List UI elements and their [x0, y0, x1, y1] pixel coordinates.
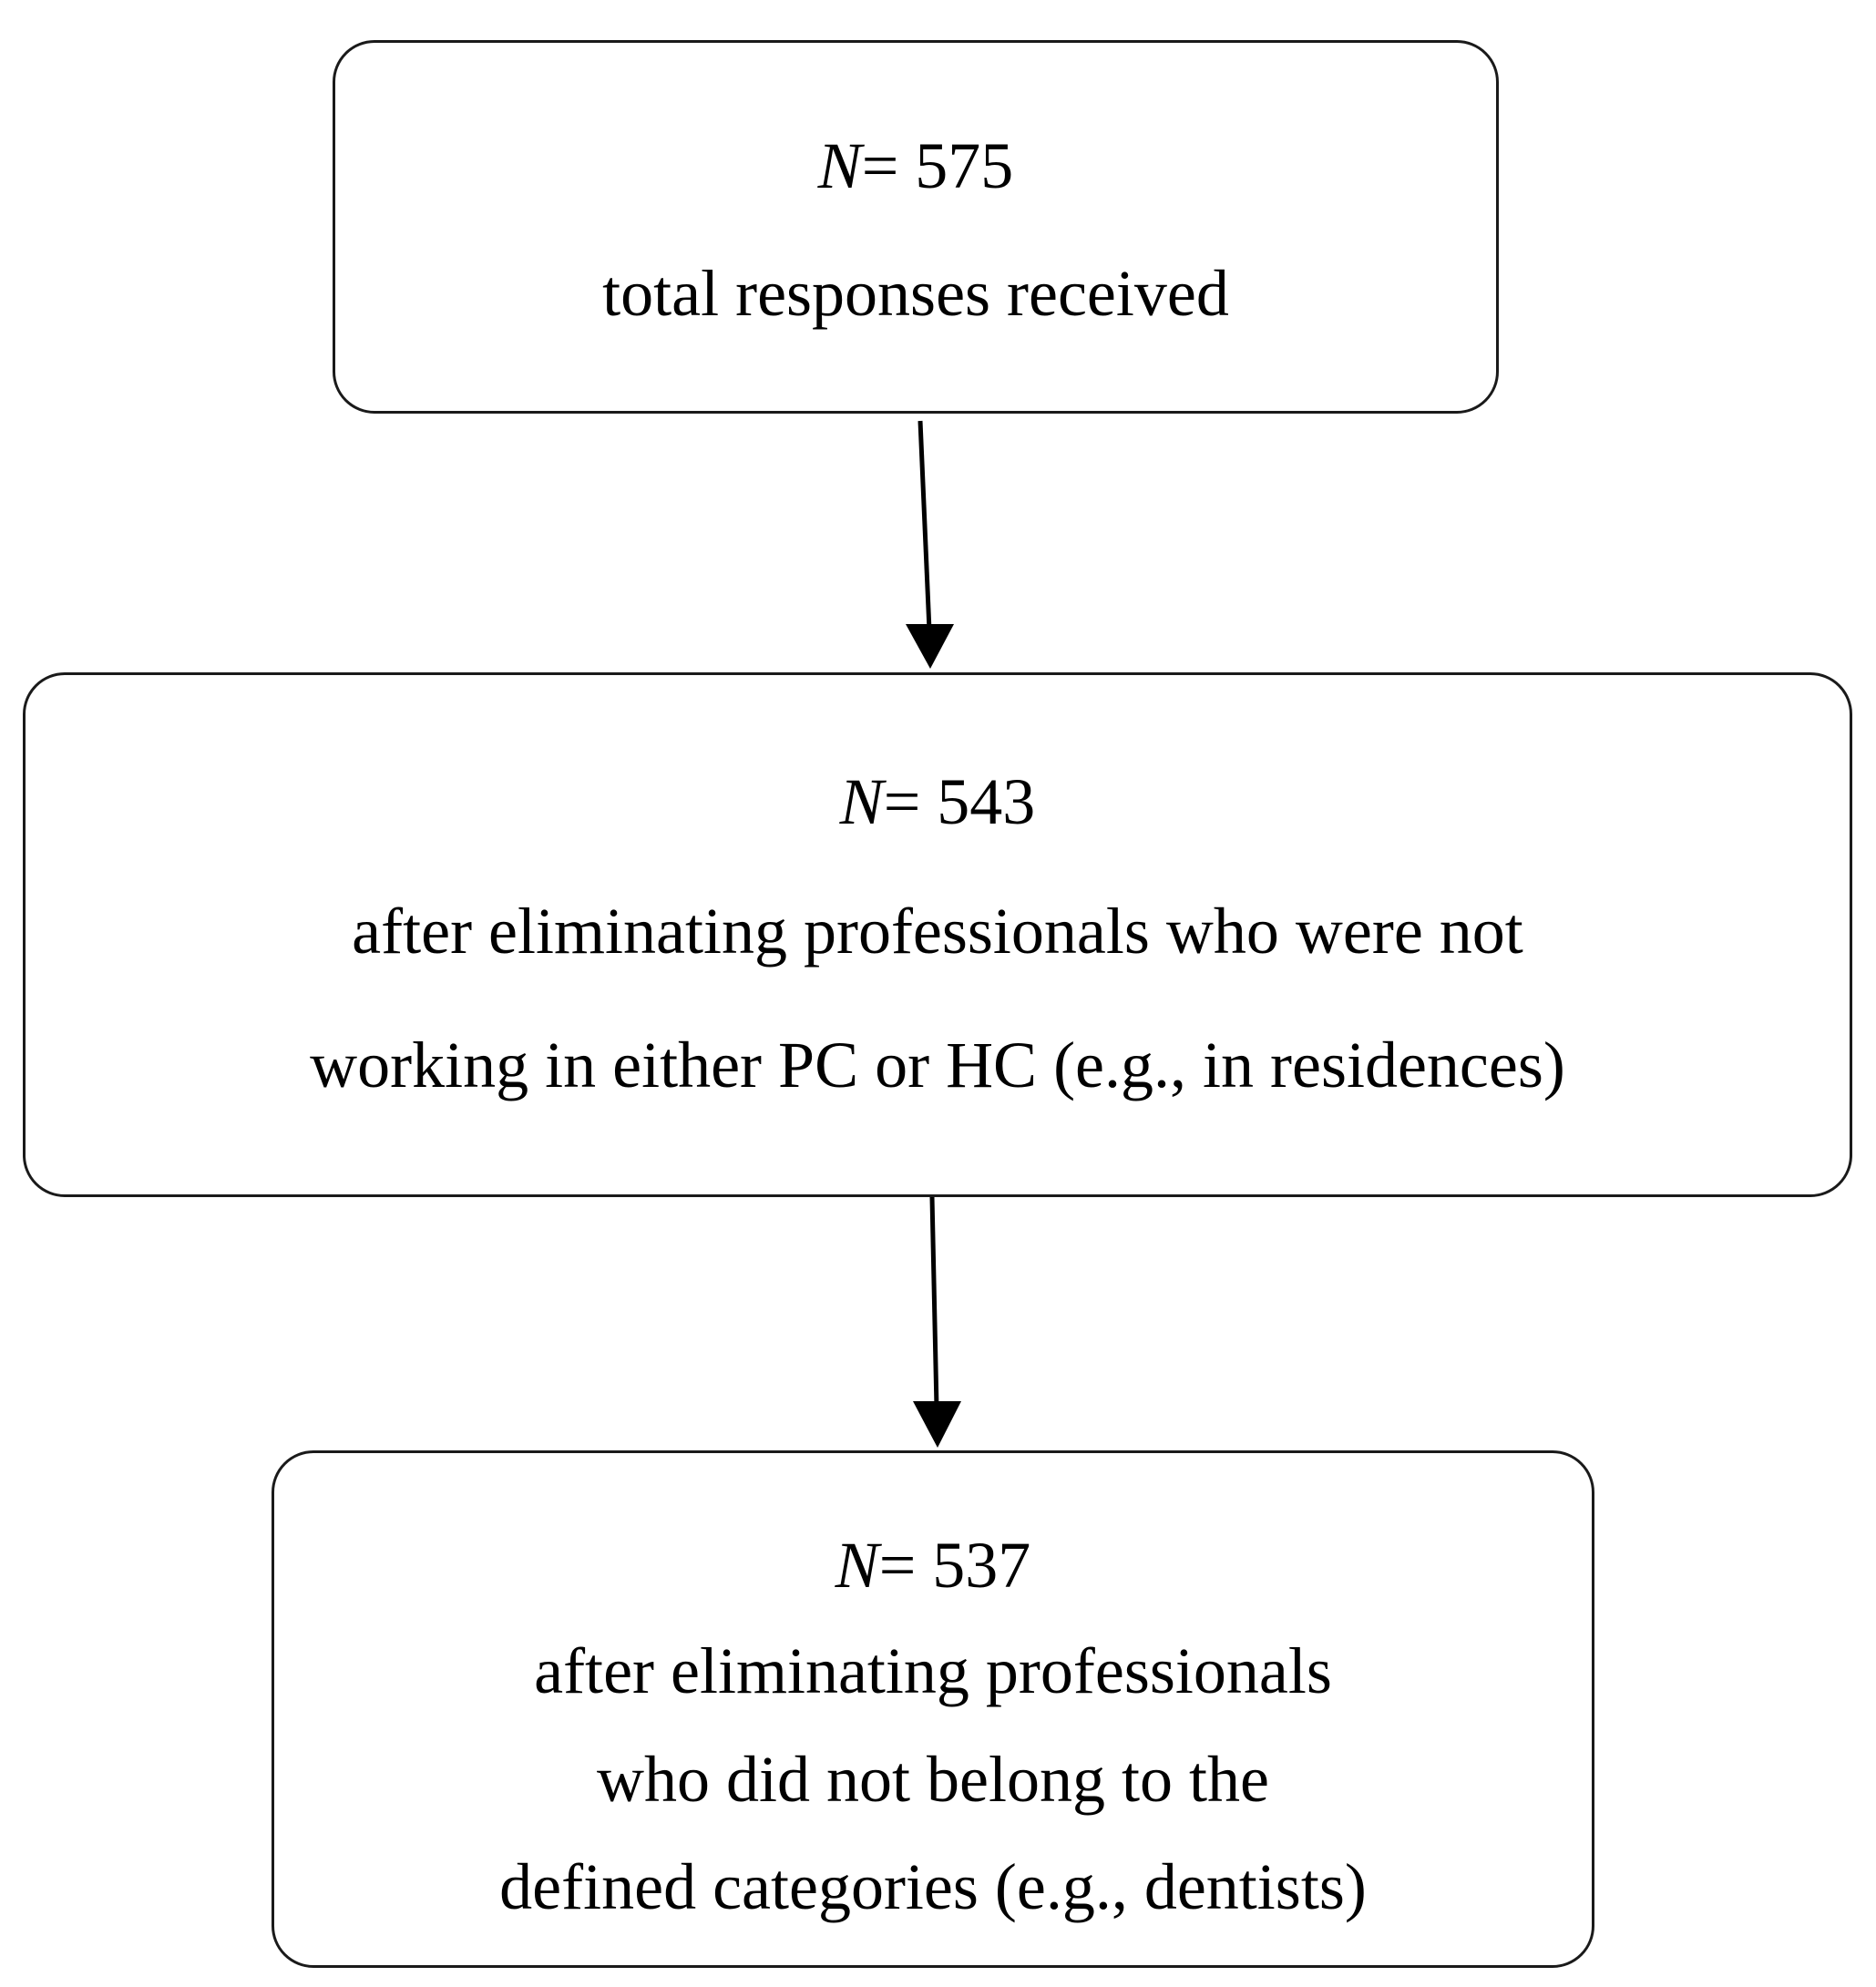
n-symbol: N: [817, 129, 862, 202]
step-count: N= 537: [274, 1526, 1592, 1604]
step-count: N= 575: [335, 127, 1496, 205]
step-description-line: after eliminating professionals who were…: [352, 895, 1523, 968]
arrow-1: [906, 420, 954, 669]
n-symbol: N: [835, 1529, 879, 1602]
step-box-category-filter: N= 537 after eliminating professionals w…: [272, 1450, 1594, 1968]
step-box-pc-hc-filter: N= 543 after eliminating professionals w…: [23, 672, 1852, 1197]
n-value: = 575: [861, 129, 1014, 202]
n-value: = 537: [878, 1529, 1031, 1602]
step-description-line: after eliminating professionals: [534, 1634, 1332, 1708]
n-value: = 543: [883, 765, 1036, 838]
step-description-line: working in either PC or HC (e.g., in res…: [310, 1028, 1565, 1101]
step-box-total-responses: N= 575 total responses received: [333, 40, 1499, 414]
step-description-line: who did not belong to the: [597, 1742, 1269, 1816]
arrow-2: [913, 1196, 961, 1448]
n-symbol: N: [839, 765, 884, 838]
step-description: total responses received: [602, 257, 1229, 331]
step-description-line: defined categories (e.g., dentists): [499, 1850, 1367, 1924]
step-count: N= 543: [26, 763, 1850, 841]
